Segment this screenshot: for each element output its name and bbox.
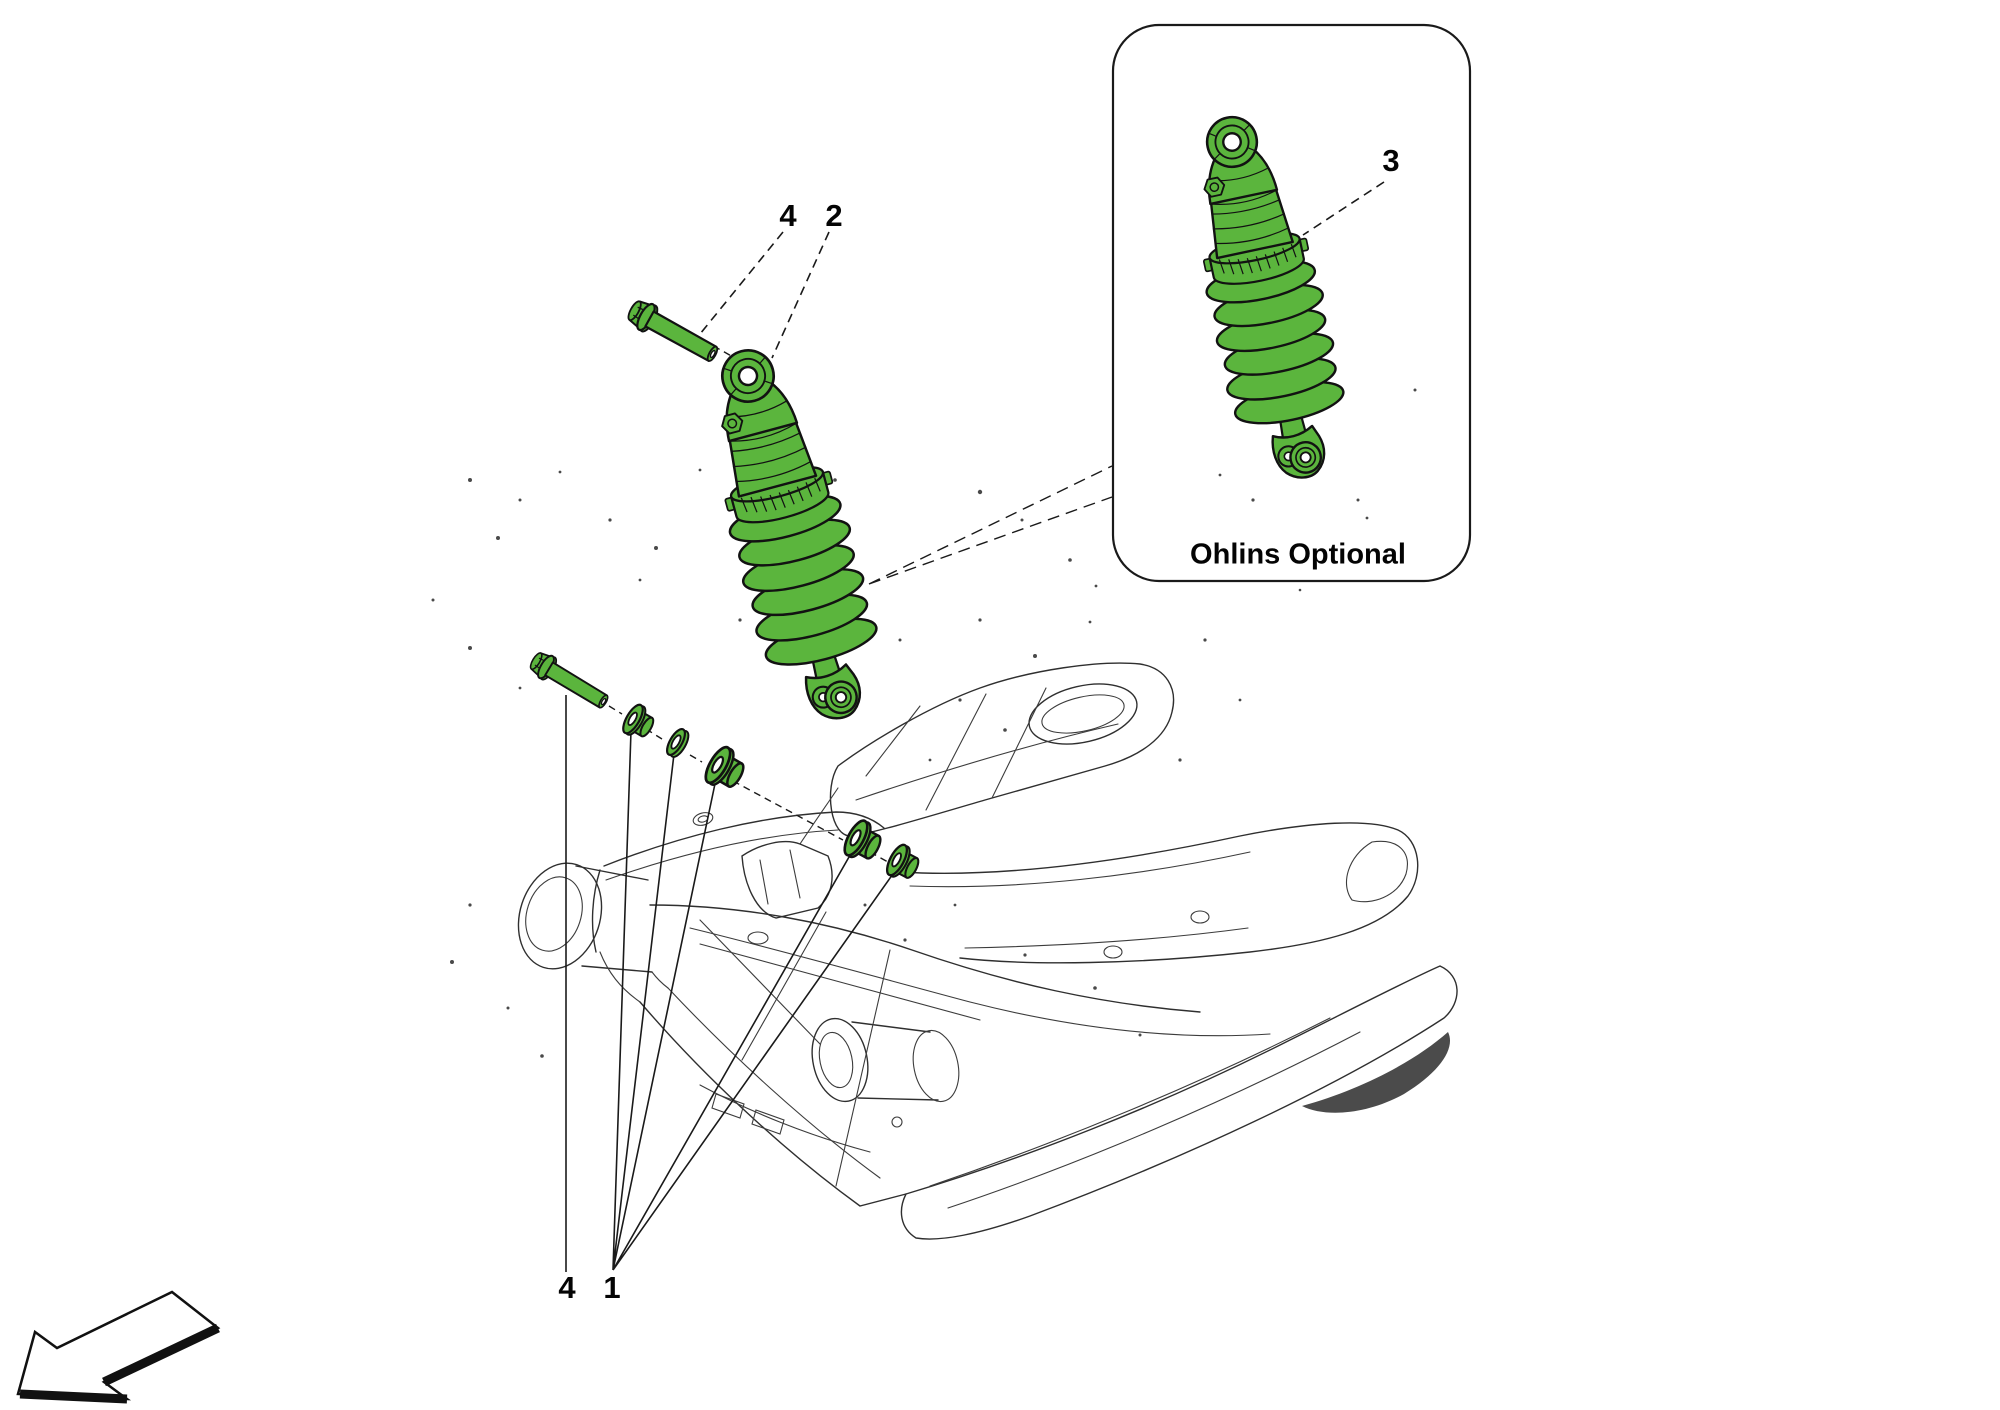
callout-label-4-top: 4 [779, 198, 797, 233]
leader-callout-3 [1302, 181, 1385, 236]
callout-label-1: 1 [603, 1270, 621, 1305]
callout-label-2: 2 [825, 198, 843, 233]
swingarm-wireframe [517, 662, 1458, 1240]
leader-callout-1-fan [612, 730, 896, 1271]
callout-label-4-bottom: 4 [558, 1270, 576, 1305]
inset-caption: Ohlins Optional [1190, 538, 1406, 571]
spacer-bushing-part [699, 742, 752, 797]
lower-shock-bolt-part [525, 647, 614, 715]
leader-callout-4-top [699, 231, 784, 335]
washer-part [662, 725, 694, 761]
callout-label-3: 3 [1382, 143, 1400, 178]
leader-lines [565, 181, 1385, 1272]
inset-reference-lines [868, 465, 1113, 585]
spacer-bushing-part [618, 700, 660, 745]
leader-callout-2 [771, 231, 830, 359]
upper-shock-bolt-part [623, 294, 724, 370]
front-direction-arrow-icon [16, 1290, 221, 1404]
rear-shock-absorber-part [684, 334, 898, 735]
scan-speckles [431, 388, 1417, 1058]
